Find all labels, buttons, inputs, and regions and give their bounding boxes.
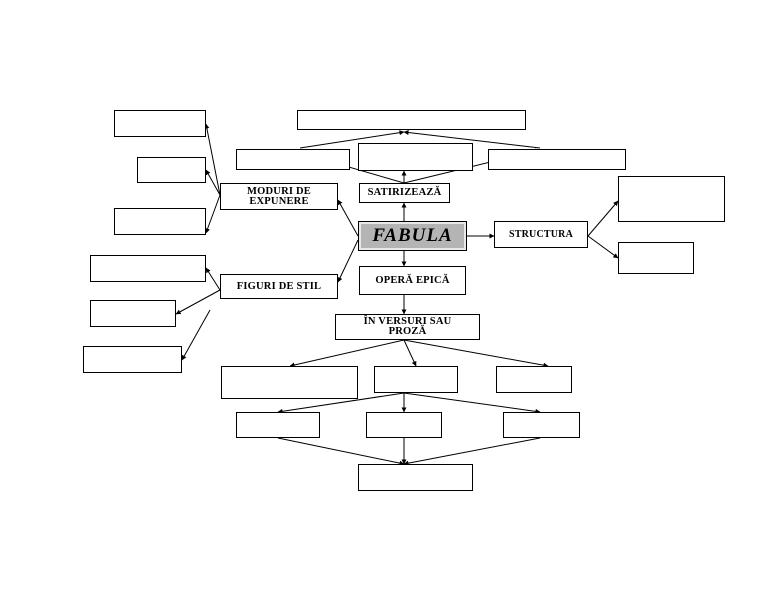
arrow-figuri-to-box3 [181, 309, 211, 361]
arrow-r1-to-r2-right [403, 392, 541, 414]
empty-box-right-1 [618, 176, 725, 222]
empty-box-left-4 [90, 255, 206, 282]
empty-box-row1-right [496, 366, 572, 393]
arrow-versuri-to-r1-mid [403, 339, 417, 367]
empty-box-row2-right [503, 412, 580, 438]
node-versuri-label: ÎN VERSURI SAU PROZĂ [363, 316, 452, 337]
empty-box-row2-left [236, 412, 320, 438]
empty-box-left-3 [114, 208, 206, 235]
empty-box-row1-mid [374, 366, 458, 393]
node-moduri-label: MODURI DE EXPUNERE [247, 185, 311, 207]
arrow-versuri-to-r1-left [289, 339, 405, 368]
arrow-moduri-to-box2 [205, 169, 221, 196]
arrow-versuri-to-r1-right [403, 339, 549, 368]
empty-box-left-6 [83, 346, 182, 373]
arrow-moduri-to-box3 [205, 194, 221, 234]
empty-box-left-2 [137, 157, 206, 183]
arrow-figuri-to-box1 [205, 267, 221, 291]
empty-box-top-wide [297, 110, 526, 130]
node-moduri-de-expunere: MODURI DE EXPUNERE [220, 183, 338, 210]
node-fabula: FABULA [358, 221, 467, 251]
empty-box-top-right [488, 149, 626, 170]
arrow-center-to-figuri [337, 239, 359, 283]
arrow-r2-left-to-bottom [277, 437, 405, 466]
node-figuri-de-stil: FIGURI DE STIL [220, 274, 338, 299]
arrow-r1-to-r2-left [277, 392, 405, 414]
empty-box-bottom [358, 464, 473, 491]
node-fabula-label: FABULA [372, 225, 453, 246]
empty-box-row2-mid [366, 412, 442, 438]
arrow-moduri-to-box1 [204, 123, 221, 196]
arrow-to-top-wide-2 [403, 130, 541, 149]
node-satirizeaza: SATIRIZEAZĂ [359, 183, 450, 203]
empty-box-top-left [236, 149, 350, 170]
node-opera-label: OPERĂ EPICĂ [375, 274, 450, 286]
empty-box-left-1 [114, 110, 206, 137]
node-in-versuri-sau-proza: ÎN VERSURI SAU PROZĂ [335, 314, 480, 340]
empty-box-right-2 [618, 242, 694, 274]
node-structura-label: STRUCTURA [508, 228, 574, 240]
arrow-center-to-moduri [337, 199, 359, 237]
arrow-structura-to-box2 [587, 235, 619, 259]
arrow-r2-right-to-bottom [403, 437, 541, 466]
empty-box-left-5 [90, 300, 176, 327]
empty-box-row1-left [221, 366, 358, 399]
arrow-structura-to-box1 [587, 200, 619, 237]
node-opera-epica: OPERĂ EPICĂ [359, 266, 466, 295]
arrow-to-top-wide [299, 130, 405, 149]
node-satirizeaza-label: SATIRIZEAZĂ [367, 187, 442, 198]
arrow-figuri-to-box2 [175, 289, 221, 315]
node-structura: STRUCTURA [494, 221, 588, 248]
empty-box-top-mid [358, 143, 473, 171]
node-figuri-label: FIGURI DE STIL [236, 280, 322, 292]
